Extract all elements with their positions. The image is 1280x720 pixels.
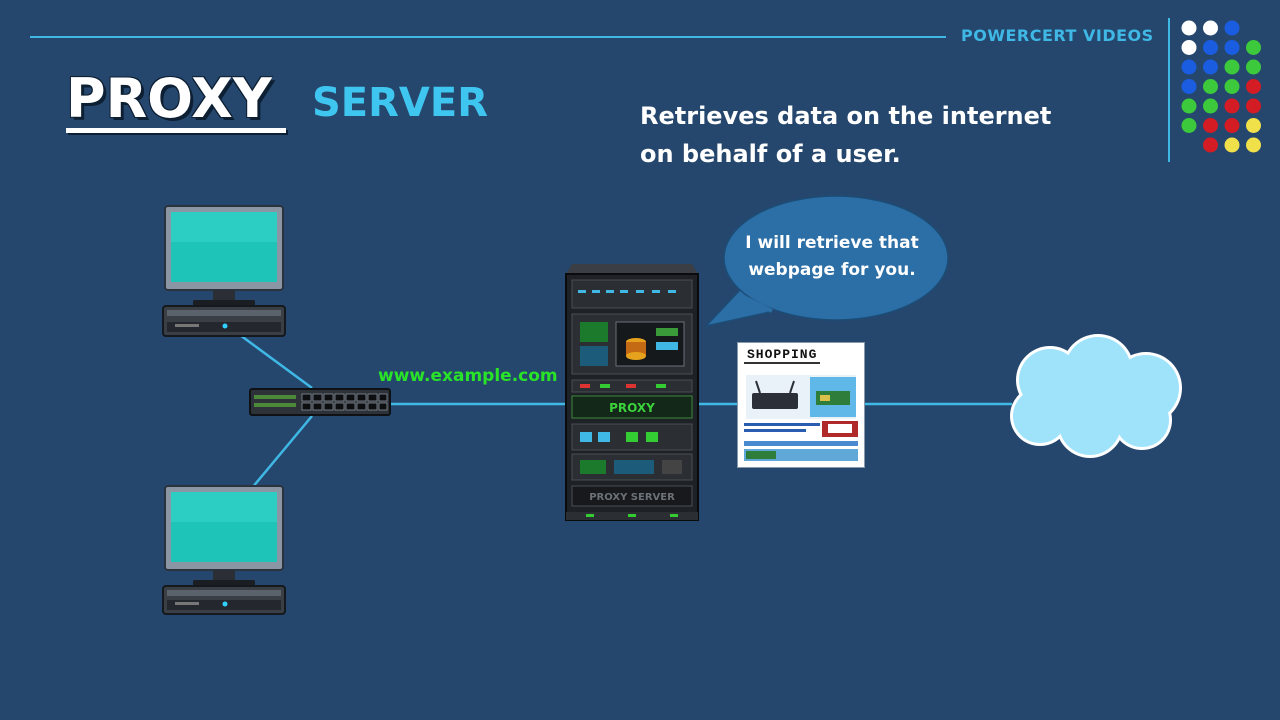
server-rack-icon: PROXY PROXY SERVER (565, 264, 699, 521)
logo-dot (1203, 40, 1218, 55)
logo-dot (1181, 20, 1197, 36)
switch-icon (249, 388, 391, 416)
logo-dot (1181, 79, 1197, 94)
webpage-heading: SHOPPING (744, 347, 821, 364)
logo-dot (1203, 79, 1218, 94)
webpage-icon: SHOPPING (737, 342, 865, 468)
brand-vertical-line (1168, 18, 1170, 162)
brand-label: POWERCERT VIDEOS (961, 26, 1154, 45)
speech-bubble-line-1: I will retrieve that (745, 233, 919, 253)
speech-bubble-icon (703, 195, 949, 328)
speech-bubble-text: I will retrieve that webpage for you. (732, 230, 932, 284)
logo-dot (1203, 98, 1218, 114)
server-front-label: PROXY (609, 401, 655, 415)
url-label: www.example.com (378, 366, 558, 386)
line-pc2-switch (251, 415, 313, 489)
logo-dot (1203, 20, 1218, 36)
logo-dot (1181, 40, 1197, 55)
title-proxy: PROXY (66, 67, 272, 130)
description-line-1: Retrieves data on the internet (640, 102, 1052, 130)
description-line-2: on behalf of a user. (640, 140, 901, 168)
logo-dot (1203, 118, 1218, 133)
cloud-icon (1010, 334, 1182, 458)
logo-dot (1246, 59, 1261, 75)
logo-dot (1181, 59, 1197, 75)
description: Retrieves data on the internet on behalf… (640, 97, 1051, 173)
logo-dot (1203, 59, 1218, 75)
logo-dot (1203, 137, 1218, 153)
logo-dot (1181, 98, 1197, 114)
logo-dot (1246, 137, 1261, 153)
logo-dot (1224, 98, 1240, 114)
server-base-label: PROXY SERVER (589, 492, 675, 503)
logo-dot (1224, 40, 1240, 55)
logo-dot (1181, 118, 1197, 133)
computer-icon (162, 205, 286, 337)
logo-dot (1224, 118, 1240, 133)
title-underline (66, 128, 286, 133)
computer-icon (162, 485, 286, 615)
logo-dot (1246, 118, 1261, 133)
webpage-content (744, 375, 858, 461)
logo-dot (1224, 137, 1240, 153)
logo-dot (1246, 98, 1261, 114)
dot-grid-logo (1181, 20, 1261, 153)
line-pc1-switch (239, 333, 313, 390)
connection-lines (239, 333, 1012, 489)
logo-dot (1246, 79, 1261, 94)
logo-dot (1224, 20, 1240, 36)
header-divider-line (30, 36, 946, 38)
logo-dot (1246, 40, 1261, 55)
speech-bubble-line-2: webpage for you. (748, 260, 916, 280)
title-server: SERVER (312, 80, 489, 126)
logo-dot (1224, 79, 1240, 94)
logo-dot (1224, 59, 1240, 75)
